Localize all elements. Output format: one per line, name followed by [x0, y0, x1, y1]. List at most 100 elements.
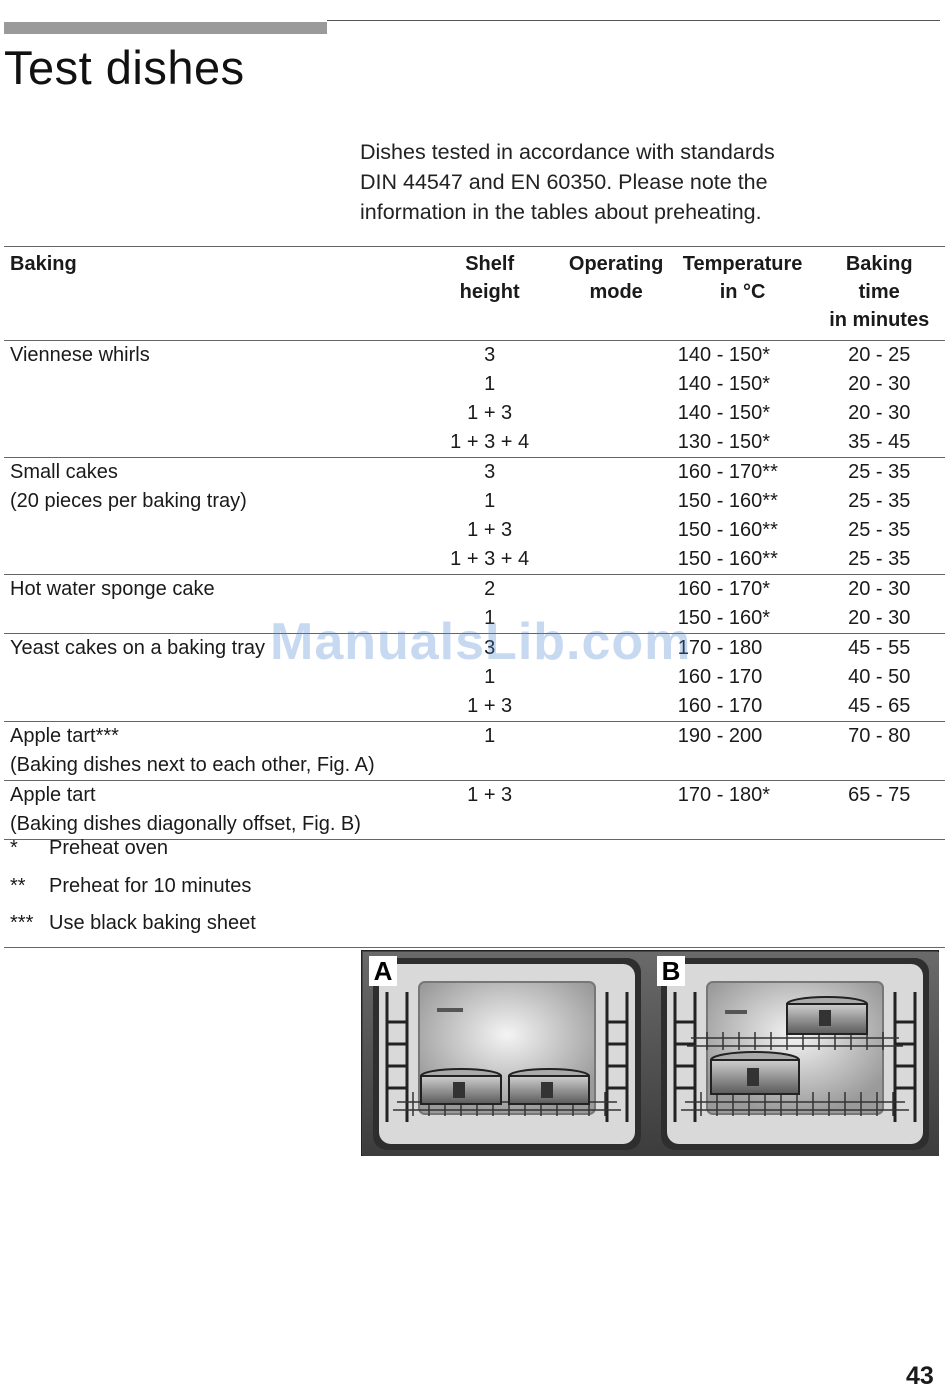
page-number: 43 — [906, 1362, 934, 1389]
dish-cell-line: Apple tart — [10, 784, 96, 806]
baking-time-cell-line: 20 - 30 — [848, 402, 911, 424]
test-dishes-table: Baking Shelf height Operating mode Tempe… — [4, 246, 945, 840]
shelf-height-cell-line: 2 — [484, 578, 496, 600]
shelf-height-cell-line: 1 + 3 — [467, 402, 513, 424]
shelf-height-cell-line: 1 — [484, 373, 496, 395]
shelf-height-cell-line: 1 — [484, 725, 496, 747]
temperature-cell-line: 160 - 170** — [677, 461, 778, 483]
operating-mode-cell-line — [566, 341, 665, 370]
operating-mode-cell — [560, 633, 672, 722]
temperature-cell-line: 160 - 170* — [677, 578, 771, 600]
temperature-cell: 160 - 170* 150 - 160* — [671, 574, 814, 634]
dish-cell-line — [10, 370, 413, 399]
footnote-mark: *** — [10, 912, 34, 935]
figure-label-a: A — [369, 956, 397, 986]
shelf-height-cell-line: 1 + 3 — [467, 519, 513, 541]
temperature-cell: 160 - 170** 150 - 160** 150 - 160** 150 - 1… — [671, 457, 814, 575]
intro-line: information in the tables about preheati… — [360, 200, 762, 224]
footnote-text: Preheat oven — [49, 837, 168, 860]
intro-line: Dishes tested in accordance with standar… — [360, 140, 775, 164]
intro-text: Dishes tested in accordance with standar… — [360, 137, 900, 227]
temperature-cell-line: 170 - 180 — [677, 637, 763, 659]
operating-mode-cell-line — [566, 458, 665, 487]
footnote-text: Use black baking sheet — [49, 912, 256, 935]
header-temperature: Temperature in °C — [671, 246, 814, 341]
baking-time-cell-line: 25 - 35 — [848, 490, 911, 512]
temperature-cell-line: 150 - 160** — [677, 519, 778, 541]
oven-diagonal-drawing — [661, 958, 929, 1150]
dish-cell-line — [10, 545, 413, 574]
temperature-cell-line: 190 - 200 — [677, 725, 763, 747]
shelf-height-cell-line: 1 — [484, 607, 496, 629]
dish-cell-line — [10, 399, 413, 428]
dish-cell-line: Small cakes — [10, 461, 118, 483]
dish-cell-line: (Baking dishes next to each other, Fig. … — [10, 754, 375, 776]
baking-time-cell-line: 20 - 30 — [848, 578, 911, 600]
oven-side-by-side-drawing — [373, 958, 641, 1150]
temperature-cell-line: 130 - 150* — [677, 431, 771, 453]
baking-time-cell-line: 25 - 35 — [848, 519, 911, 541]
figure-panel-a: A — [363, 952, 651, 1156]
shelf-height-cell-line — [425, 751, 555, 780]
baking-time-cell-line: 40 - 50 — [848, 666, 911, 688]
shelf-height-cell-line: 1 — [484, 490, 496, 512]
shelf-height-cell: 1 — [418, 721, 561, 781]
shelf-height-cell: 1 + 3 — [418, 780, 561, 840]
dish-cell-line: Yeast cakes on a baking tray — [10, 637, 265, 659]
header-baking-time: Baking time in minutes — [813, 246, 945, 341]
temperature-cell-line: 140 - 150* — [677, 402, 771, 424]
baking-time-cell-line: 45 - 55 — [848, 637, 911, 659]
header-shelf-height: Shelf height — [418, 246, 561, 341]
operating-mode-cell — [560, 721, 672, 781]
table-row-group: Apple tart*** (Baking dishes next to each… — [4, 721, 945, 781]
figure-label-b: B — [657, 956, 685, 986]
temperature-cell-line: 160 - 170 — [677, 666, 763, 688]
baking-time-cell-line: 20 - 30 — [848, 373, 911, 395]
table-header-row: Baking Shelf height Operating mode Tempe… — [4, 246, 945, 341]
intro-line: DIN 44547 and EN 60350. Please note the — [360, 170, 768, 194]
operating-mode-cell-line — [566, 751, 665, 780]
operating-mode-cell-line — [566, 781, 665, 810]
operating-mode-cell — [560, 780, 672, 840]
page-title: Test dishes — [4, 41, 245, 94]
oven-illustration: A — [361, 950, 939, 1156]
shelf-height-cell-line: 3 — [484, 461, 496, 483]
shelf-height-cell-line: 1 + 3 — [467, 695, 513, 717]
temperature-cell-line: 170 - 180* — [677, 784, 771, 806]
baking-time-cell-line: 25 - 35 — [848, 548, 911, 570]
footnote: * Preheat oven — [10, 830, 945, 868]
shelf-height-cell-line: 3 — [484, 344, 496, 366]
dish-cell: Yeast cakes on a baking tray — [4, 633, 419, 722]
footnote-text: Preheat for 10 minutes — [49, 874, 252, 897]
shelf-height-cell-line: 1 + 3 — [467, 784, 513, 806]
dish-cell-line — [10, 692, 413, 721]
baking-time-cell: 25 - 35 25 - 35 25 - 35 25 - 35 — [813, 457, 945, 575]
footnotes: * Preheat oven ** Preheat for 10 minutes… — [4, 828, 945, 948]
temperature-cell: 170 - 180* — [671, 780, 814, 840]
header-rule — [327, 20, 940, 21]
operating-mode-cell — [560, 574, 672, 634]
footnote-mark: ** — [10, 874, 26, 897]
temperature-cell: 140 - 150*140 - 150*140 - 150*130 - 150* — [671, 340, 814, 458]
baking-time-cell-line: 45 - 65 — [848, 695, 911, 717]
operating-mode-cell-line — [566, 428, 665, 457]
temperature-cell-line: 150 - 160** — [677, 548, 778, 570]
temperature-cell-line: 150 - 160** — [677, 490, 778, 512]
footnote: ** Preheat for 10 minutes — [10, 868, 945, 906]
baking-time-cell: 45 - 55 40 - 50 45 - 65 — [813, 633, 945, 722]
dish-cell-line: Apple tart*** — [10, 725, 119, 747]
figure-panel-b: B — [651, 952, 939, 1156]
shelf-height-cell-line: 1 + 3 + 4 — [450, 548, 530, 570]
header-bar — [4, 22, 327, 34]
dish-cell-line: Hot water sponge cake — [10, 578, 215, 600]
temperature-cell-line: 150 - 160* — [677, 607, 771, 629]
baking-time-cell-line: 25 - 35 — [848, 461, 911, 483]
